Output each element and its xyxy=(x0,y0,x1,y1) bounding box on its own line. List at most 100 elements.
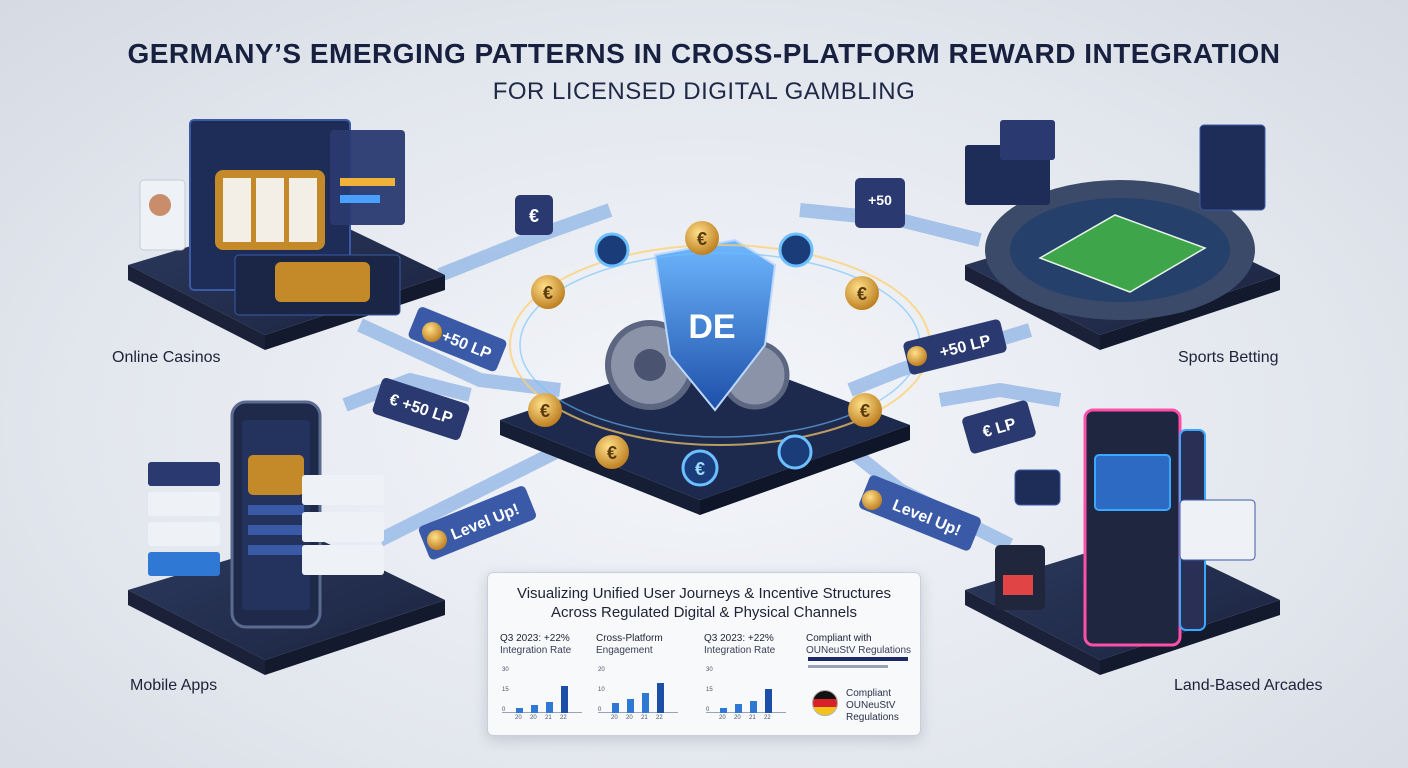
hub-badge: DE xyxy=(688,308,735,346)
reward-panel xyxy=(1179,499,1256,561)
stat-line1: Q3 2023: +22% xyxy=(704,633,774,644)
compliance-badge-line2: OUNeuStV xyxy=(846,700,896,711)
chart-bar xyxy=(720,708,727,713)
chart-y-tick: 20 xyxy=(598,667,605,673)
stat-line2: Integration Rate xyxy=(500,645,572,656)
chart-x-tick: 20 xyxy=(626,715,633,721)
svg-text:€: € xyxy=(540,401,550,421)
euro-coin-icon: € xyxy=(845,276,879,310)
chat-bubble xyxy=(1014,469,1061,506)
tag-right-mid: € LP xyxy=(962,400,1036,454)
chart-x-tick: 21 xyxy=(641,715,648,721)
casino-info-panel xyxy=(330,130,405,225)
chart-y-tick: 0 xyxy=(502,707,506,713)
chat-card xyxy=(302,475,384,505)
info-heading-line1: Visualizing Unified User Journeys & Ince… xyxy=(516,585,892,602)
chart-x-tick: 20 xyxy=(734,715,741,721)
chart-x-tick: 21 xyxy=(545,715,552,721)
node-label-online-casinos: Online Casinos xyxy=(112,349,221,366)
digital-coin-icon xyxy=(594,232,630,268)
euro-coin-icon: € xyxy=(685,221,719,255)
path-casino-hub xyxy=(357,318,561,397)
svg-text:€: € xyxy=(697,229,707,249)
chart-bar xyxy=(561,686,568,713)
mini-bar-chart: 30 15 0 20 20 21 22 xyxy=(706,667,786,721)
page-subtitle: FOR LICENSED DIGITAL GAMBLING xyxy=(492,78,916,105)
central-hub-platform xyxy=(500,238,931,515)
notification-card xyxy=(148,462,220,486)
chart-x-tick: 21 xyxy=(749,715,756,721)
chart-x-tick: 22 xyxy=(764,715,771,721)
stat-line1: Q3 2023: +22% xyxy=(500,633,570,644)
digital-coin-icon xyxy=(777,434,813,470)
stat-block: Cross-Platform Engagement xyxy=(596,633,696,657)
svg-text:€: € xyxy=(860,401,870,421)
notification-card xyxy=(148,492,220,516)
stat-block: Q3 2023: +22% Integration Rate xyxy=(704,633,804,657)
chart-y-tick: 15 xyxy=(502,687,509,693)
german-flag-icon xyxy=(812,690,838,716)
chart-bar xyxy=(612,703,619,713)
chart-y-tick: 10 xyxy=(598,687,605,693)
compliance-bar xyxy=(808,657,908,661)
compliance-badge-line1: Compliant xyxy=(846,688,892,699)
chart-y-tick: 15 xyxy=(706,687,713,693)
sports-betting-platform[interactable] xyxy=(965,120,1280,350)
node-label-land-based-arcades: Land-Based Arcades xyxy=(1174,677,1323,694)
chart-x-tick: 20 xyxy=(719,715,726,721)
chart-bar xyxy=(750,701,757,713)
tag-right-top: +50 LP xyxy=(903,319,1007,375)
chart-bar xyxy=(642,693,649,713)
chart-x-tick: 20 xyxy=(611,715,618,721)
stat-line2: Integration Rate xyxy=(704,645,776,656)
chart-axis xyxy=(502,712,582,713)
path-mobile-hub xyxy=(376,443,564,547)
chart-bar xyxy=(531,705,538,713)
chart-axis xyxy=(598,712,678,713)
stat-block: Compliant with OUNeuStV Regulations xyxy=(806,633,914,657)
info-panel: Visualizing Unified User Journeys & Ince… xyxy=(487,572,921,736)
tag-right-bottom: Level Up! xyxy=(859,475,981,551)
compliance-bar xyxy=(808,665,888,668)
svg-text:€: € xyxy=(695,459,705,479)
land-based-arcades-platform[interactable] xyxy=(965,408,1280,675)
chart-bar xyxy=(516,708,523,713)
svg-text:€: € xyxy=(543,283,553,303)
path-left-loop xyxy=(342,373,472,412)
tag-top-right: +50 xyxy=(855,178,905,228)
node-label-sports-betting: Sports Betting xyxy=(1178,349,1279,366)
euro-coin-icon: € xyxy=(595,435,629,469)
compliance-badge-line3: Regulations xyxy=(846,712,899,723)
chart-bar xyxy=(735,704,742,713)
reward-coins: € € € € € € € xyxy=(528,221,882,487)
stat-block: Q3 2023: +22% Integration Rate xyxy=(500,633,600,657)
euro-coin-icon: € xyxy=(531,275,565,309)
betting-widget xyxy=(1199,124,1266,211)
digital-coin-icon xyxy=(778,232,814,268)
digital-euro-coin-icon: € xyxy=(681,449,719,487)
chart-bar xyxy=(765,689,772,713)
info-heading-line2: Across Regulated Digital & Physical Chan… xyxy=(551,604,857,621)
chart-x-tick: 22 xyxy=(656,715,663,721)
stat-line2: Engagement xyxy=(596,645,653,656)
chart-y-tick: 30 xyxy=(502,667,509,673)
stat-line2: OUNeuStV Regulations xyxy=(806,645,912,656)
euro-coin-icon: € xyxy=(848,393,882,427)
chart-y-tick: 30 xyxy=(706,667,713,673)
mobile-apps-platform[interactable] xyxy=(128,400,445,675)
online-casinos-platform[interactable] xyxy=(128,119,445,350)
bet-slip-panel xyxy=(1000,120,1055,160)
arcade-cabinet xyxy=(1083,408,1182,647)
path-right-loop xyxy=(938,383,1062,407)
shield-icon xyxy=(653,238,777,412)
svg-text:€: € xyxy=(607,443,617,463)
chart-bar xyxy=(546,702,553,713)
notification-card xyxy=(148,522,220,546)
football-pitch xyxy=(1038,214,1207,293)
tag-top-left-euro: € xyxy=(515,195,553,235)
connection-paths xyxy=(342,203,1062,552)
chart-y-tick: 0 xyxy=(706,707,710,713)
chart-x-tick: 20 xyxy=(530,715,537,721)
